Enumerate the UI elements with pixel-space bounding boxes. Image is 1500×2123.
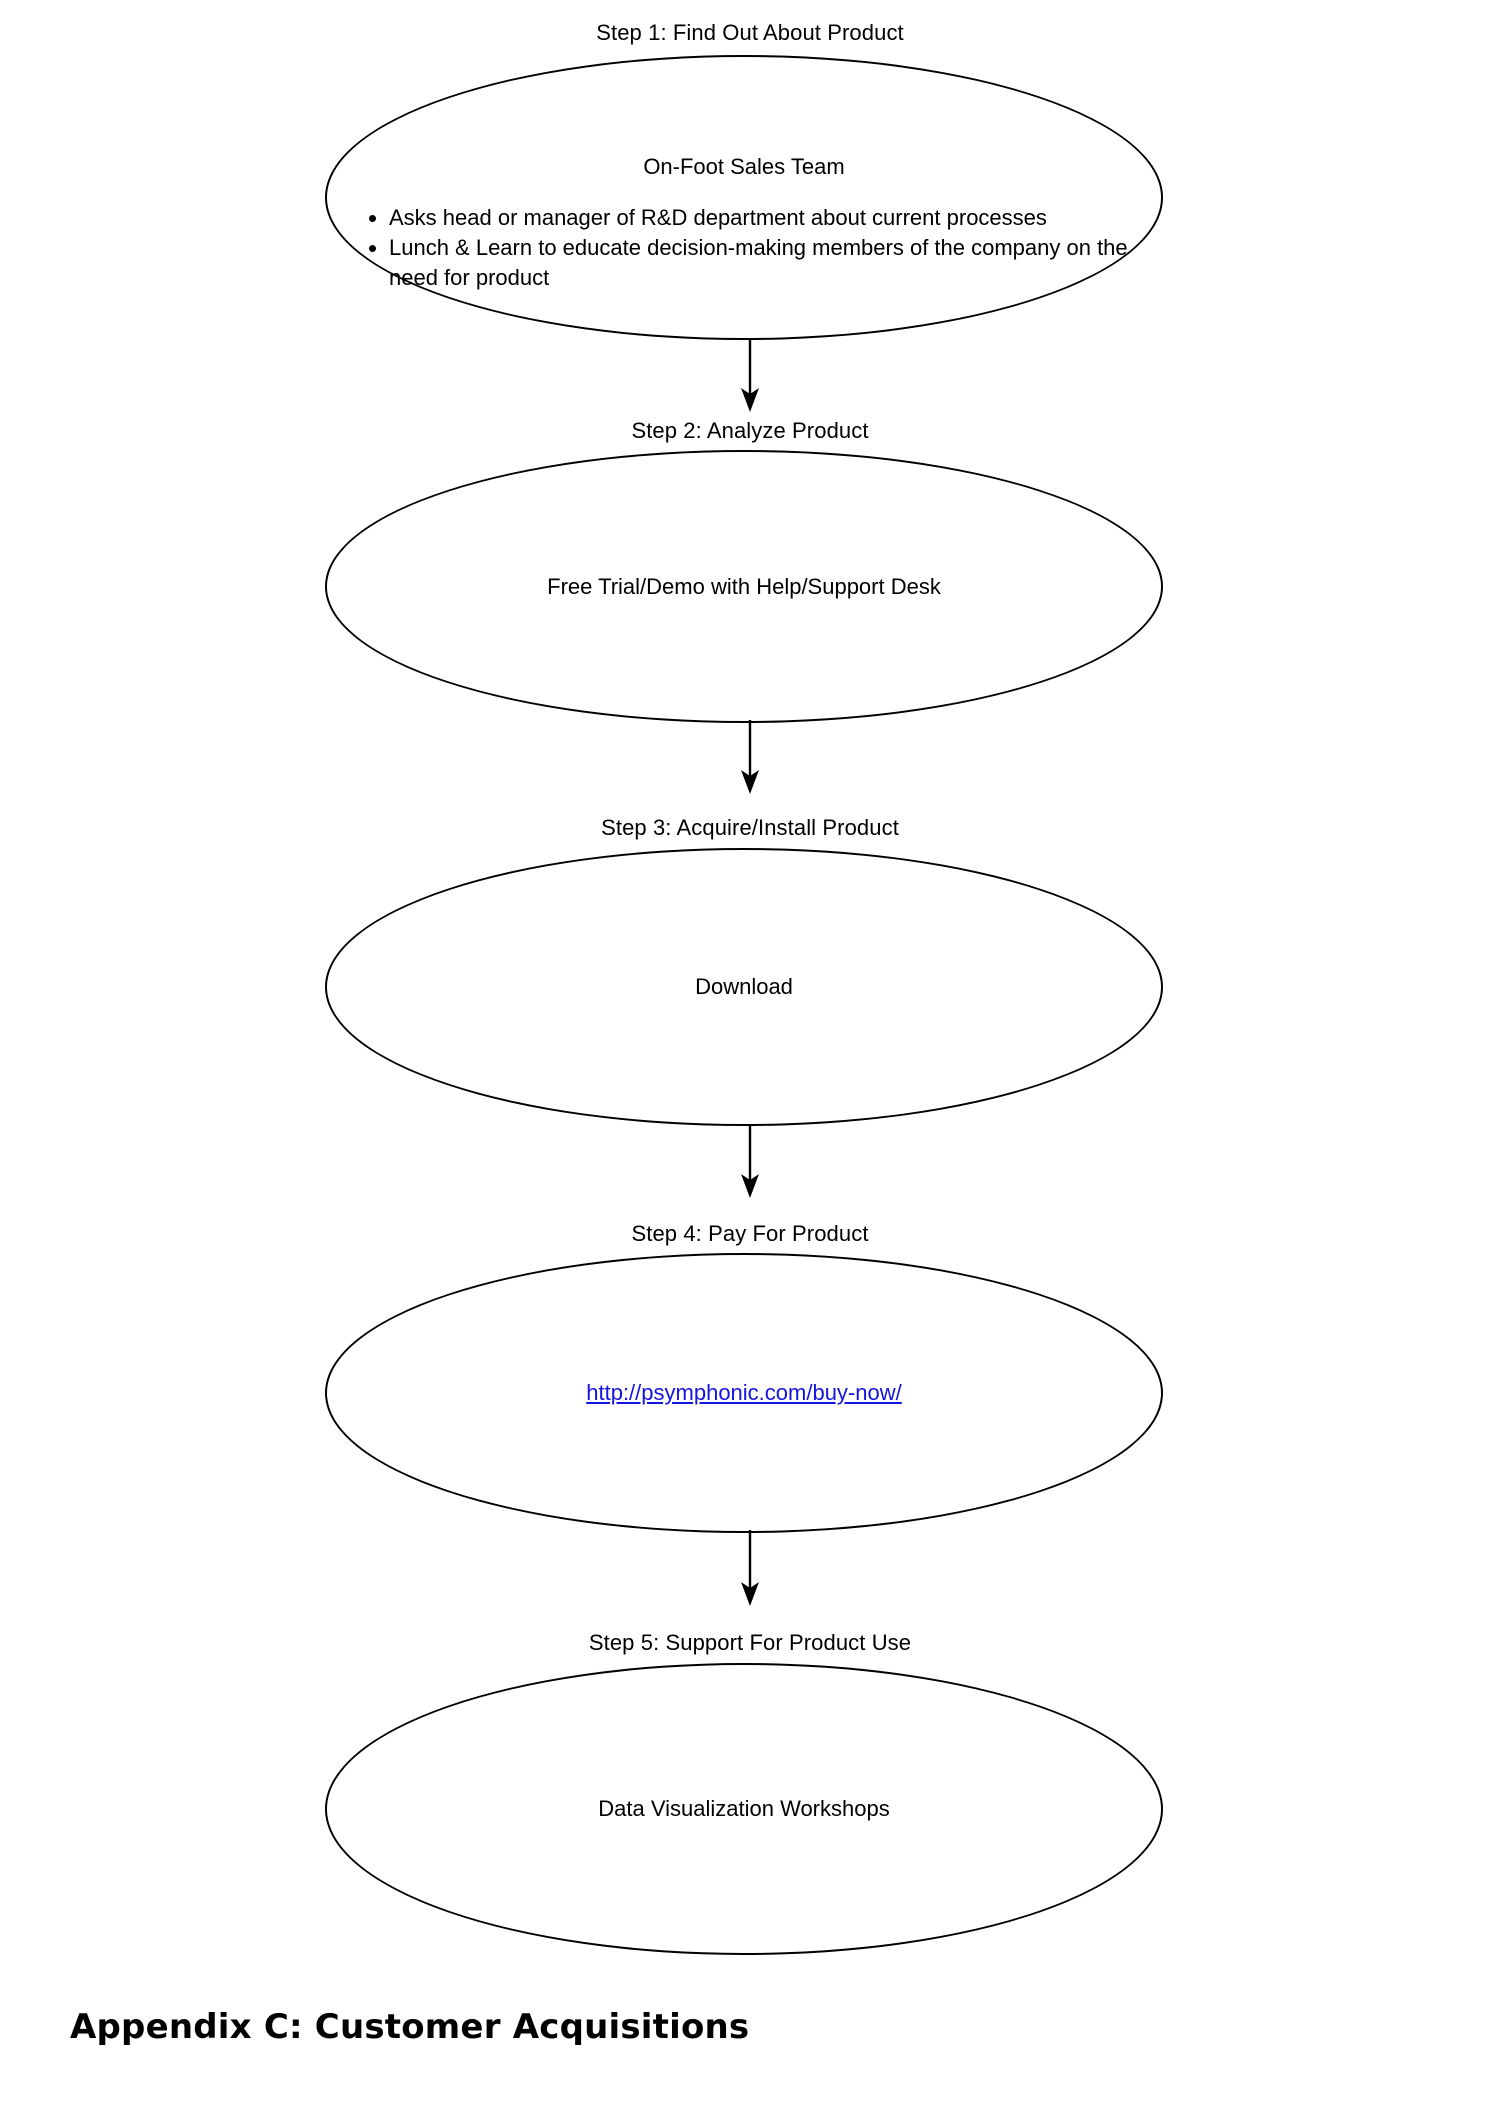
buy-now-link[interactable]: http://psymphonic.com/buy-now/ [586,1380,902,1405]
connector-arrow-2-3 [741,720,759,794]
step-label-5: Step 5: Support For Product Use [588,1630,912,1655]
node-step-5[interactable]: Data Visualization Workshops [325,1663,1163,1955]
connector-arrow-4-5 [741,1530,759,1606]
list-item: Asks head or manager of R&D department a… [389,203,1161,233]
step-label-3: Step 3: Acquire/Install Product [601,815,899,840]
step-label-2: Step 2: Analyze Product [631,418,869,443]
step-label-1: Step 1: Find Out About Product [596,20,904,45]
node-step-1[interactable]: On-Foot Sales Team Asks head or manager … [325,55,1163,340]
node-step-2[interactable]: Free Trial/Demo with Help/Support Desk [325,450,1163,723]
node-step-5-title: Data Visualization Workshops [598,1796,890,1821]
connector-arrow-3-4 [741,1124,759,1198]
node-step-4[interactable]: http://psymphonic.com/buy-now/ [325,1253,1163,1533]
step-label-4: Step 4: Pay For Product [631,1221,869,1246]
node-step-3[interactable]: Download [325,848,1163,1126]
node-step-3-title: Download [695,974,793,999]
list-item: Lunch & Learn to educate decision-making… [389,233,1161,293]
connector-arrow-1-2 [741,338,759,412]
appendix-caption: Appendix C: Customer Acquisitions [70,2007,750,2047]
node-step-1-title: On-Foot Sales Team [643,154,845,179]
node-step-1-bullets: Asks head or manager of R&D department a… [327,203,1161,293]
node-step-2-title: Free Trial/Demo with Help/Support Desk [547,573,941,599]
